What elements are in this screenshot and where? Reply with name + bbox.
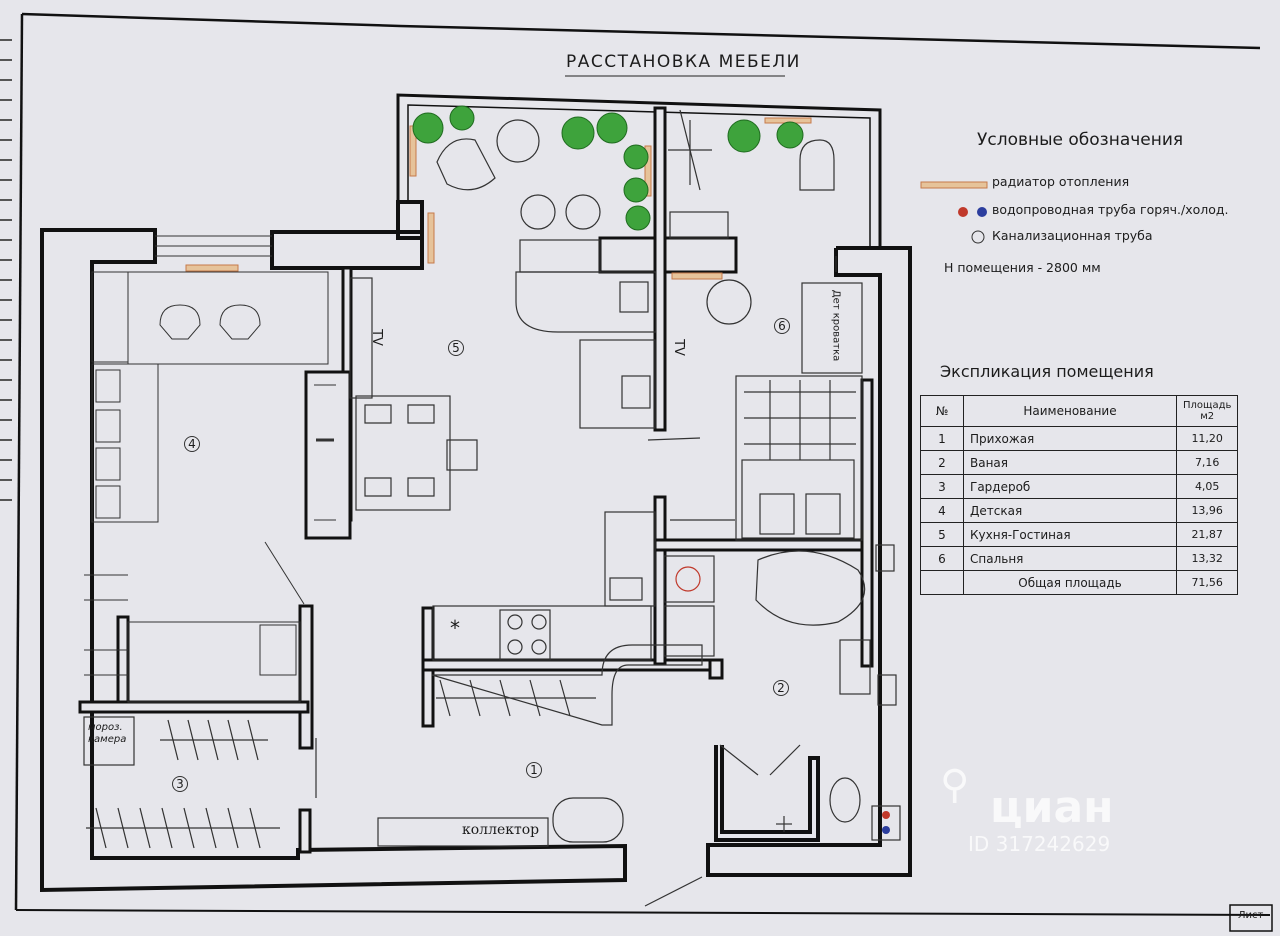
room-number-2: 2 — [773, 680, 789, 696]
room-number-3: 3 — [172, 776, 188, 792]
crib-label: Дет кроватка — [830, 289, 842, 362]
col-num-header: № — [920, 395, 964, 427]
row-num: 6 — [920, 546, 964, 571]
room-5-furniture — [349, 119, 835, 511]
table-row: 4 Детская 13,96 — [920, 498, 1239, 523]
row-num: 2 — [920, 450, 964, 475]
legend-water-pipe-label: водопроводная труба горяч./холод. — [992, 202, 1229, 217]
explication-table: № Наименование Площадь м2 1 Прихожая 11,… — [920, 395, 1239, 595]
collector-label: коллектор — [462, 822, 540, 838]
row-num: 1 — [920, 426, 964, 451]
windows — [155, 235, 837, 272]
row-name: Прихожая — [963, 426, 1177, 451]
row-area: 4,05 — [1175, 474, 1239, 499]
radiators — [185, 117, 988, 280]
tv-label-living: TV — [368, 329, 384, 346]
watermark-logo: циан — [990, 782, 1114, 833]
row-area: 21,87 — [1175, 522, 1239, 547]
row-name: Гардероб — [963, 474, 1177, 499]
col-name-header: Наименование — [963, 395, 1177, 427]
col-area-header: Площадь м2 — [1175, 395, 1239, 427]
table-row: 5 Кухня-Гостиная 21,87 — [920, 522, 1239, 547]
height-note: Н помещения - 2800 мм — [944, 260, 1101, 275]
freezer-label: мороз. камера — [88, 722, 127, 745]
table-row: 3 Гардероб 4,05 — [920, 474, 1239, 499]
watermark-pin-icon: ⚲ — [940, 762, 970, 808]
kitchen — [431, 511, 703, 726]
sheet-label: Лист — [1238, 910, 1264, 921]
legend-title: Условные обозначения — [977, 130, 1184, 150]
table-row: 6 Спальня 13,32 — [920, 546, 1239, 571]
legend-sewer-pipe-label: Канализационная труба — [992, 228, 1153, 243]
tv-label-bedroom: TV — [670, 339, 686, 356]
room-3-wardrobe — [83, 716, 280, 849]
total-num-cell — [920, 570, 964, 595]
drawing-title: РАССТАНОВКА МЕБЕЛИ — [566, 52, 801, 72]
total-label: Общая площадь — [963, 570, 1177, 595]
room-6-furniture — [668, 109, 863, 541]
partitions — [78, 106, 874, 854]
row-num: 3 — [920, 474, 964, 499]
row-area: 7,16 — [1175, 450, 1239, 475]
row-area: 13,32 — [1175, 546, 1239, 571]
pipes — [882, 207, 987, 834]
watermark-id: ID 317242629 — [968, 832, 1111, 856]
walls — [40, 93, 912, 893]
total-area: 71,56 — [1175, 570, 1239, 595]
row-area: 13,96 — [1175, 498, 1239, 523]
row-name: Ваная — [963, 450, 1177, 475]
row-area: 11,20 — [1175, 426, 1239, 451]
table-row: 2 Ваная 7,16 — [920, 450, 1239, 475]
table-total-row: Общая площадь 71,56 — [920, 570, 1239, 595]
room-number-5: 5 — [448, 340, 464, 356]
row-name: Детская — [963, 498, 1177, 523]
row-num: 4 — [920, 498, 964, 523]
explication-title: Экспликация помещения — [940, 362, 1154, 381]
row-name: Спальня — [963, 546, 1177, 571]
room-number-6: 6 — [774, 318, 790, 334]
hallway — [315, 738, 703, 907]
bathroom — [663, 544, 901, 841]
sheet-frame — [21, 12, 1261, 50]
room-number-4: 4 — [184, 436, 200, 452]
sheet-label-box — [1229, 904, 1273, 932]
plants — [412, 105, 804, 231]
room-number-1: 1 — [526, 762, 542, 778]
legend-radiator-label: радиатор отопления — [992, 174, 1130, 189]
binding-rings — [0, 39, 12, 501]
row-name: Кухня-Гостиная — [963, 522, 1177, 547]
kitchen-asterisk: * — [450, 616, 460, 640]
table-row: 1 Прихожая 11,20 — [920, 426, 1239, 451]
row-num: 5 — [920, 522, 964, 547]
room-4-furniture — [84, 271, 336, 703]
table-header-row: № Наименование Площадь м2 — [920, 395, 1239, 427]
